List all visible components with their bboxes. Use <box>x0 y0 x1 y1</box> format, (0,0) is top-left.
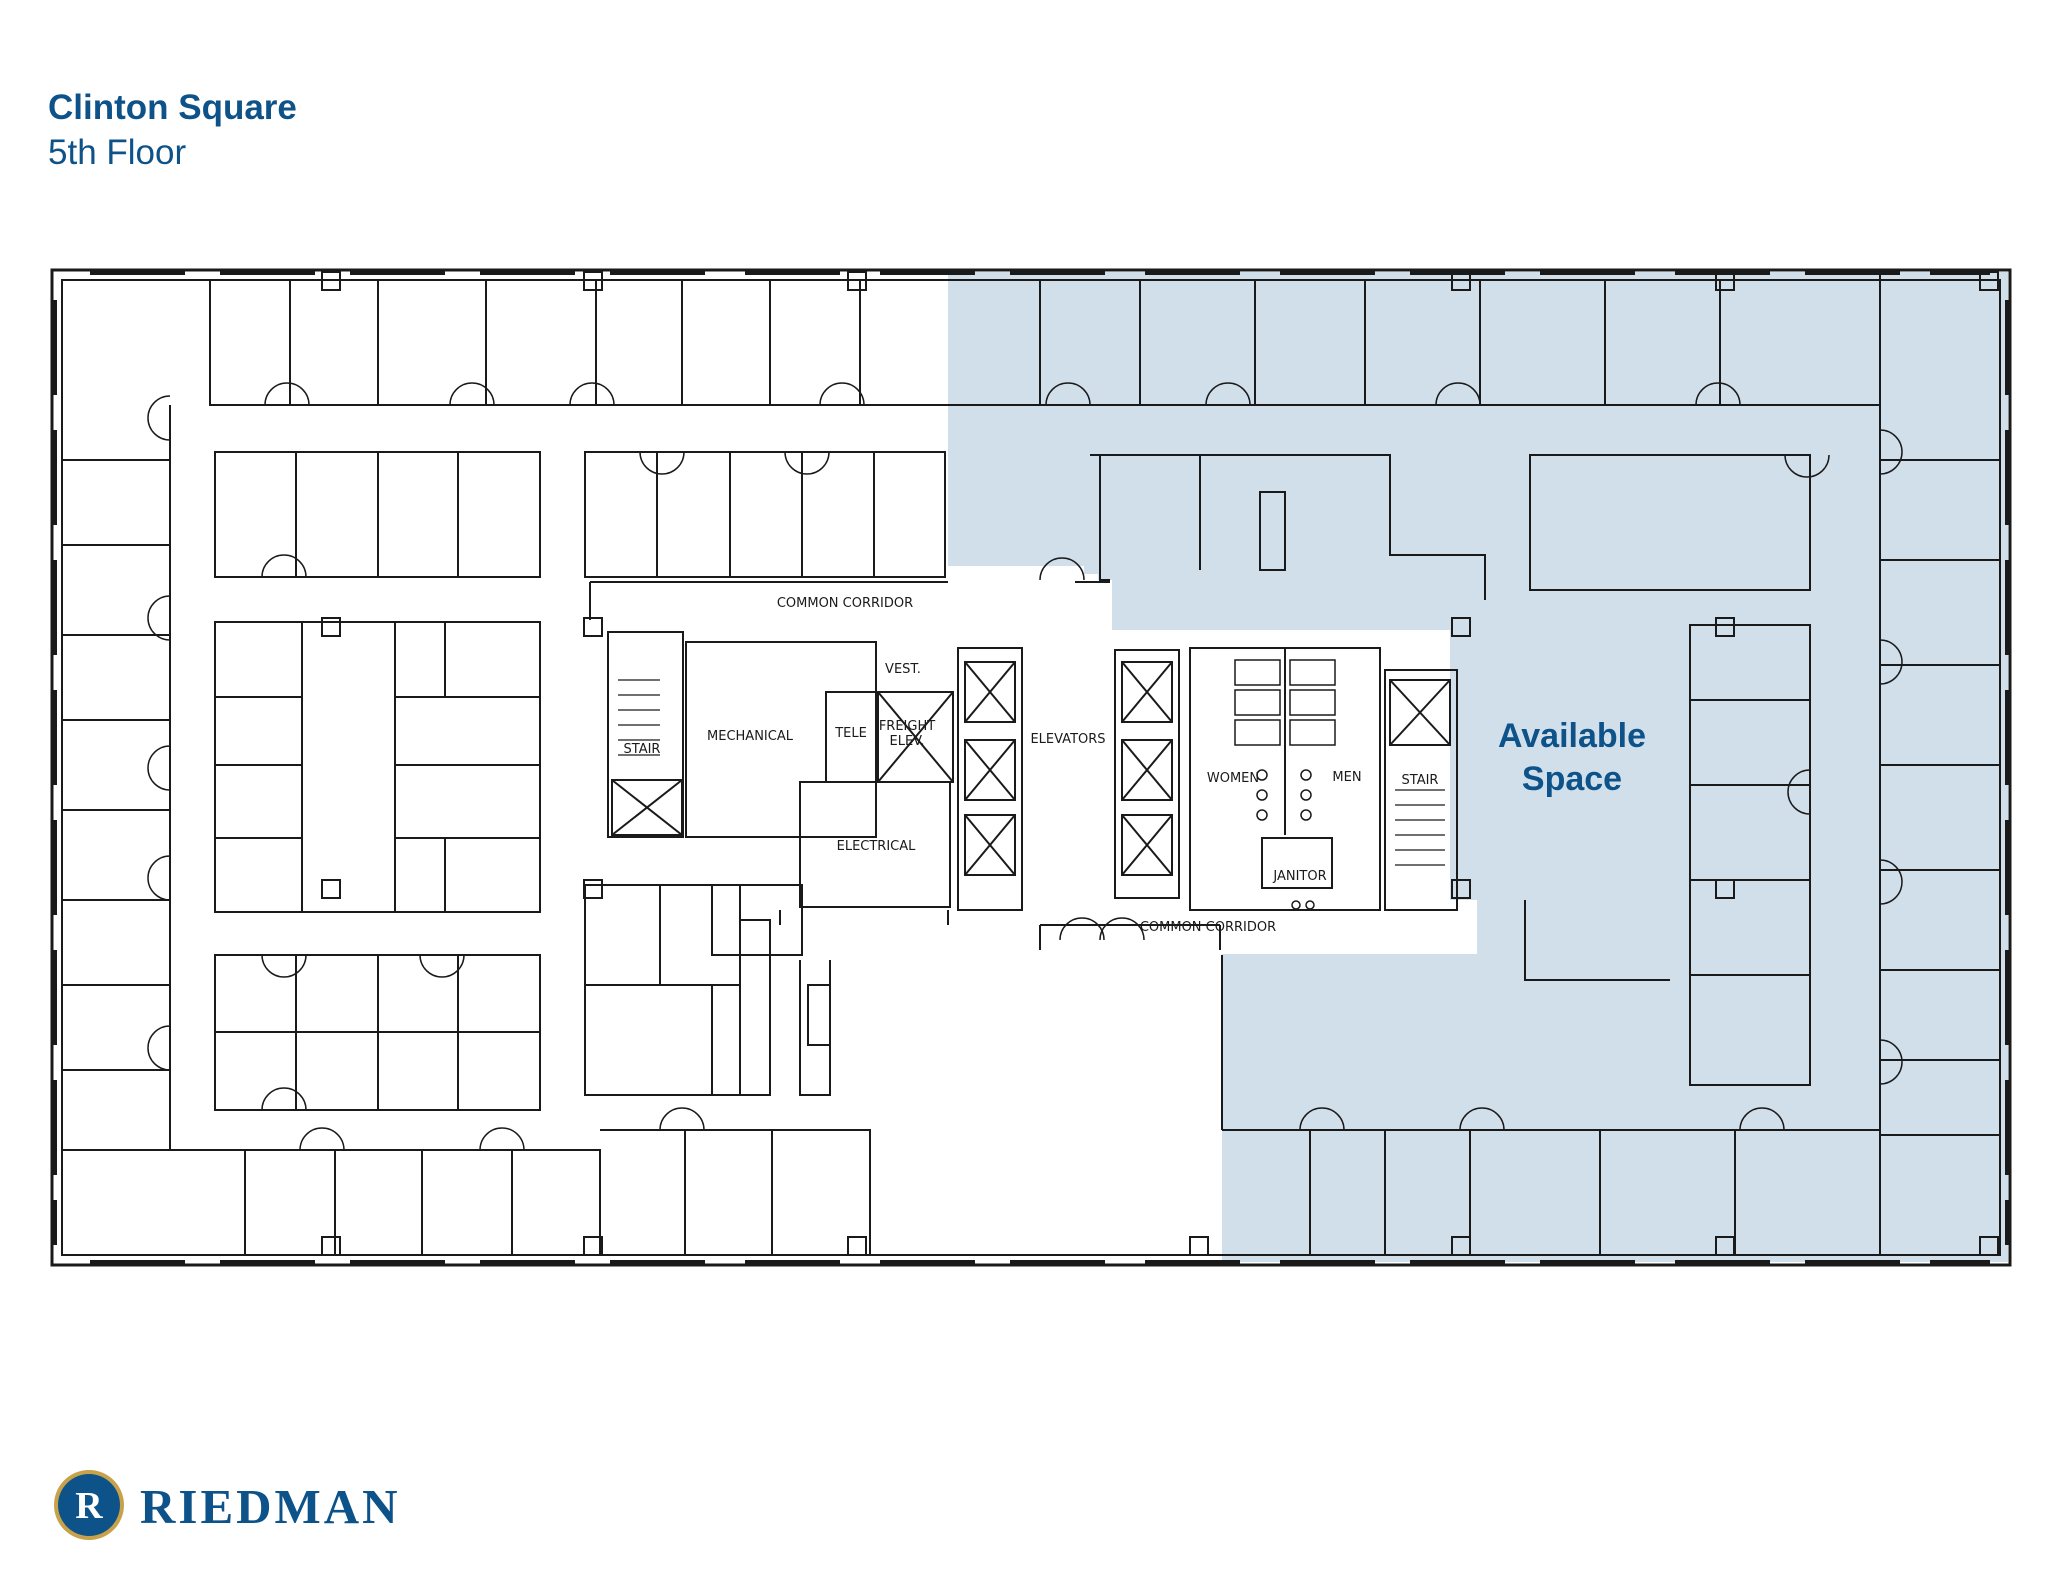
electrical-label: ELECTRICAL <box>837 839 917 854</box>
door-swings <box>147 382 1903 1151</box>
available-space-area[interactable] <box>948 272 2008 1262</box>
men-restroom-label: MEN <box>1332 770 1361 785</box>
room-labels: COMMON CORRIDOR VEST. STAIR MECHANICAL T… <box>624 596 1439 935</box>
stair-right-label: STAIR <box>1402 773 1439 788</box>
mechanical-label: MECHANICAL <box>707 729 794 744</box>
plan-title: Clinton Square <box>48 88 297 127</box>
vest-label: VEST. <box>885 662 921 677</box>
elevators-label: ELEVATORS <box>1030 732 1105 747</box>
common-corridor-top-label: COMMON CORRIDOR <box>777 596 913 611</box>
women-restroom-label: WOMEN <box>1207 771 1259 786</box>
freight-elevator-label-2: ELEV. <box>889 734 924 749</box>
riedman-wordmark: RIEDMAN <box>140 1479 401 1534</box>
stair-left-label: STAIR <box>624 742 661 757</box>
freight-elevator-label-1: FREIGHT <box>879 719 935 734</box>
logo-mark-letter: R <box>75 1485 103 1527</box>
plan-walls <box>50 268 2012 1267</box>
available-label-line1: Available <box>1498 717 1646 755</box>
available-label-line2: Space <box>1522 760 1622 798</box>
riedman-logo: R RIEDMAN <box>52 1468 432 1542</box>
common-corridor-bottom-label: COMMON CORRIDOR <box>1140 920 1276 935</box>
available-space-label: Available Space <box>1498 717 1646 798</box>
janitor-label: JANITOR <box>1272 869 1326 884</box>
tele-label: TELE <box>834 726 867 741</box>
plan-subtitle: 5th Floor <box>48 133 187 172</box>
riedman-logo-mark: R <box>54 1470 124 1540</box>
